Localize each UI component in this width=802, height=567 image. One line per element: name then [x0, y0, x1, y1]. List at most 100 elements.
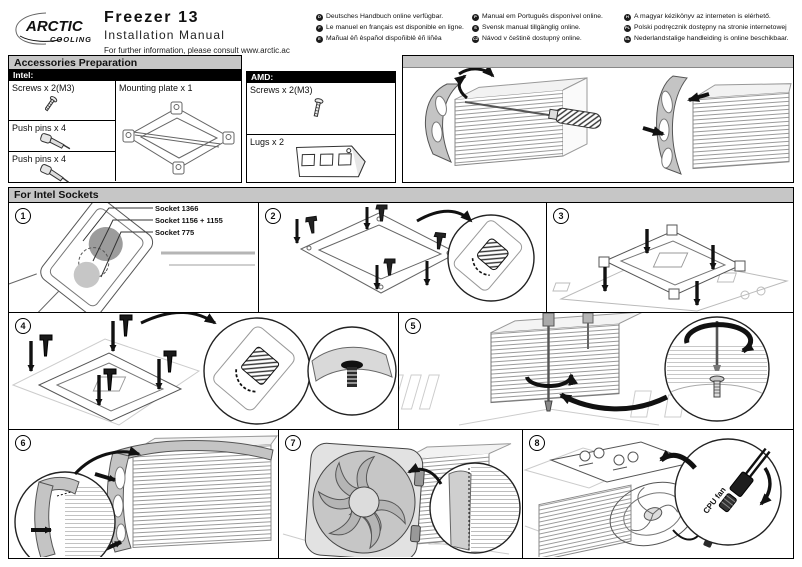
flag-nl-icon: NL — [624, 35, 631, 43]
step-7-panel: 7 — [279, 430, 523, 558]
accessories-title-bar: Accessories Preparation — [9, 56, 241, 70]
socket-1366-label: Socket 1366 — [155, 204, 199, 213]
intel-label-bar: Intel: — [9, 70, 241, 81]
flag-pl-icon: PL — [624, 24, 631, 32]
accessories-amd-box: AMD: Screws x 2(M3) Lugs x 2 — [246, 71, 396, 183]
step-1-panel: 1 Socket 1366 Socket 1156 + 1155 Socket … — [9, 203, 259, 312]
logo-brand-bottom: COOLING — [50, 35, 92, 44]
step-number-badge: 7 — [285, 435, 301, 451]
screw-icon — [313, 98, 324, 117]
mounting-plate-icon — [122, 101, 235, 175]
step-2-illustration — [293, 204, 535, 302]
step-number-badge: 6 — [15, 435, 31, 451]
amd-steps-header-bar — [403, 56, 793, 68]
item-label: Mounting plate x 1 — [119, 83, 193, 93]
intel-push-pins-cell-a: Push pins x 4 — [9, 121, 115, 152]
socket-1156-1155-label: Socket 1156 + 1155 — [155, 216, 223, 225]
step-8-illustration — [523, 438, 782, 557]
flag-de-icon: D — [316, 13, 323, 21]
accessories-title: Accessories Preparation — [14, 56, 138, 69]
intel-sockets-title: For Intel Sockets — [14, 189, 99, 201]
language-text: Deutsches Handbuch online verfügbar. — [326, 13, 444, 20]
step-number-badge: 8 — [529, 435, 545, 451]
socket-775-label: Socket 775 — [155, 228, 195, 237]
intel-sockets-section: For Intel Sockets 1 Socket 1366 Socket 1… — [8, 187, 794, 559]
language-text: Polski podręcznik dostępny na stronie in… — [634, 24, 787, 31]
step-1-illustration — [9, 203, 255, 312]
screw-icon — [45, 96, 58, 112]
info-line: For further information, please consult … — [104, 46, 290, 55]
step-3-panel: 3 — [547, 203, 793, 312]
step-2-panel: 2 — [259, 203, 547, 312]
intel-push-pins-cell-b: Push pins x 4 — [9, 152, 115, 183]
item-label: Push pins x 4 — [12, 123, 67, 134]
step-4-panel: 4 — [9, 313, 399, 429]
steps-row-3: 6 — [9, 430, 793, 558]
language-text: Le manuel en français est disponible en … — [326, 24, 464, 31]
accessories-intel-box: Accessories Preparation Intel: Screws x … — [8, 55, 242, 183]
intel-screws-cell: Screws x 2(M3) — [9, 81, 115, 122]
amd-screws-cell: Screws x 2(M3) — [247, 83, 395, 135]
steps-row-2: 4 — [9, 313, 793, 430]
flag-se-icon: S — [472, 24, 479, 32]
steps-row-1: 1 Socket 1366 Socket 1156 + 1155 Socket … — [9, 203, 793, 313]
flag-es-icon: E — [316, 35, 323, 43]
step-6-panel: 6 — [9, 430, 279, 558]
step-3-illustration — [552, 224, 789, 312]
item-label: Screws x 2(M3) — [12, 83, 75, 93]
language-text: Mañual êñ êspañol dispoñiblê êñ liñêa — [326, 35, 442, 42]
step-number-badge: 1 — [15, 208, 31, 224]
intel-mounting-plate-cell: Mounting plate x 1 — [116, 81, 241, 181]
step-number-badge: 4 — [15, 318, 31, 334]
item-label: Screws x 2(M3) — [250, 85, 313, 95]
intel-items-column: Screws x 2(M3) Push pins x 4 Push pins x… — [9, 81, 116, 183]
language-text: Manual em Português disponível online. — [482, 13, 603, 20]
step-5-illustration — [399, 313, 770, 426]
flag-fr-icon: F — [316, 24, 323, 32]
item-label: Lugs x 2 — [250, 137, 285, 147]
push-pin-icon — [40, 163, 70, 183]
amd-fan-steps-panel — [402, 55, 794, 183]
title-block: Freezer 13 Installation Manual For furth… — [104, 9, 290, 55]
step-7-illustration — [282, 442, 521, 557]
language-text: Návod v češtině dostupný online. — [482, 35, 582, 42]
flag-cz-icon: CZ — [472, 35, 479, 43]
step-number-badge: 2 — [265, 208, 281, 224]
lug-icon — [295, 145, 366, 178]
page-title: Freezer 13 — [104, 9, 200, 26]
arctic-cooling-logo: ARCTIC COOLING — [15, 12, 92, 45]
language-text: Nederlandstalige handleiding is online b… — [634, 35, 789, 42]
step-5-panel: 5 — [399, 313, 793, 429]
flag-hu-icon: H — [624, 13, 631, 21]
language-text: A magyar kézikönyv az interneten is elér… — [634, 13, 771, 20]
intel-sockets-title-bar: For Intel Sockets — [9, 188, 793, 203]
step-6-illustration — [14, 435, 278, 557]
fan-removal-illustration — [425, 68, 792, 175]
step-4-illustration — [11, 313, 397, 426]
amd-lugs-cell: Lugs x 2 — [247, 135, 395, 182]
intel-accessories-grid: Screws x 2(M3) Push pins x 4 Push pins x… — [9, 81, 241, 183]
flag-pt-icon: P — [472, 13, 479, 21]
amd-label-bar: AMD: — [247, 72, 395, 83]
logo-brand-top: ARCTIC — [25, 18, 84, 35]
language-text: Svensk manual tillgänglig online. — [482, 24, 581, 31]
push-pin-icon — [40, 133, 71, 150]
page-subtitle: Installation Manual — [104, 28, 225, 42]
step-number-badge: 3 — [553, 208, 569, 224]
step-number-badge: 5 — [405, 318, 421, 334]
item-label: Push pins x 4 — [12, 153, 67, 164]
